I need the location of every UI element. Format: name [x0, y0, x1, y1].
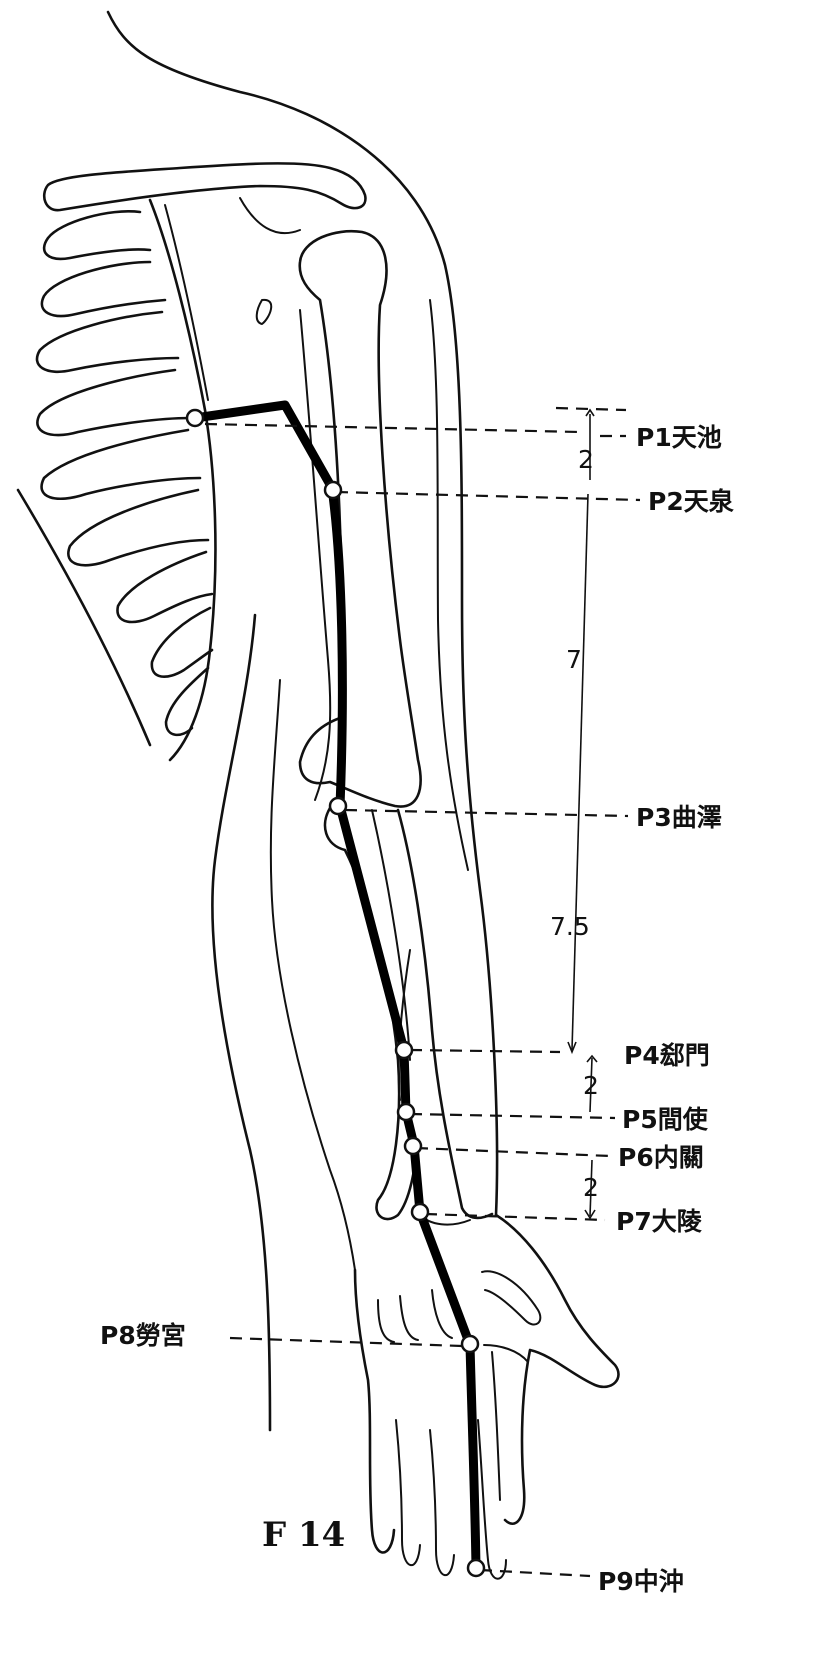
- point-label-p5: P5間使: [622, 1105, 709, 1134]
- point-p2-marker: [325, 482, 341, 498]
- point-label-p9: P9中沖: [598, 1567, 684, 1596]
- meridian-line: [195, 405, 476, 1568]
- rib-cage: [37, 200, 215, 760]
- forearm-bones: [325, 808, 492, 1225]
- point-label-p8: P8勞宮: [100, 1321, 186, 1350]
- point-p1-marker: [187, 410, 203, 426]
- point-label-p3: P3曲澤: [636, 803, 722, 832]
- point-p5-marker: [398, 1104, 414, 1120]
- point-p3-marker: [330, 798, 346, 814]
- point-label-p4: P4郄門: [624, 1041, 710, 1070]
- point-p8-marker: [462, 1336, 478, 1352]
- measurement-p6-p7: 2: [583, 1173, 599, 1202]
- point-label-p6: P6内關: [618, 1143, 704, 1172]
- point-p4-marker: [396, 1042, 412, 1058]
- point-p6-marker: [405, 1138, 421, 1154]
- clavicle: [44, 163, 365, 324]
- acupoint-markers: [187, 410, 484, 1576]
- measurement-p1-p2: 2: [578, 445, 594, 474]
- point-label-p1: P1天池: [636, 423, 722, 452]
- point-label-p2: P2天泉: [648, 487, 734, 516]
- measurement-p2-p3: 7: [566, 645, 582, 674]
- measurement-p3-p4: 7.5: [550, 912, 590, 941]
- point-p9-marker: [468, 1560, 484, 1576]
- point-label-p7: P7大陵: [616, 1207, 703, 1236]
- hand: [355, 1215, 618, 1579]
- point-p7-marker: [412, 1204, 428, 1220]
- figure-label: F 14: [262, 1515, 345, 1555]
- measurement-p4-p5: 2: [583, 1071, 599, 1100]
